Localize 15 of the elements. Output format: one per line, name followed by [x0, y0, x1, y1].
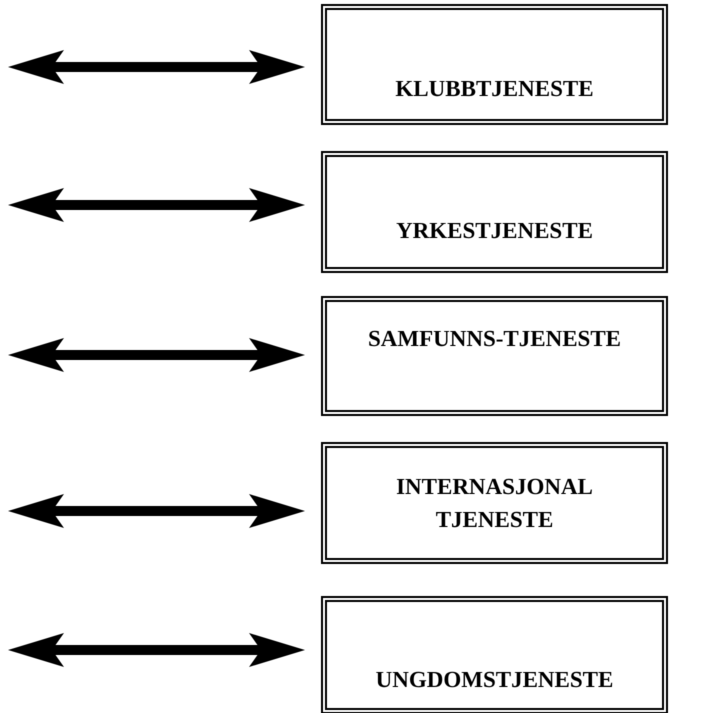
- double-arrow: [8, 50, 305, 84]
- box-label: UNGDOMSTJENESTE: [374, 666, 614, 694]
- box-label: YRKESTJENESTE: [395, 216, 594, 245]
- box-label: KLUBBTJENESTE: [394, 74, 595, 103]
- double-arrow: [8, 338, 305, 372]
- service-box: [321, 296, 668, 416]
- service-box: [321, 4, 668, 125]
- double-arrow: [8, 633, 305, 667]
- service-box: [321, 151, 668, 273]
- double-arrow: [8, 494, 305, 528]
- box-label: SAMFUNNS-TJENESTE: [366, 325, 622, 353]
- box-label: INTERNASJONAL TJENESTE: [395, 472, 594, 534]
- service-box: [321, 442, 668, 564]
- double-arrow: [8, 188, 305, 222]
- service-box: [321, 596, 668, 713]
